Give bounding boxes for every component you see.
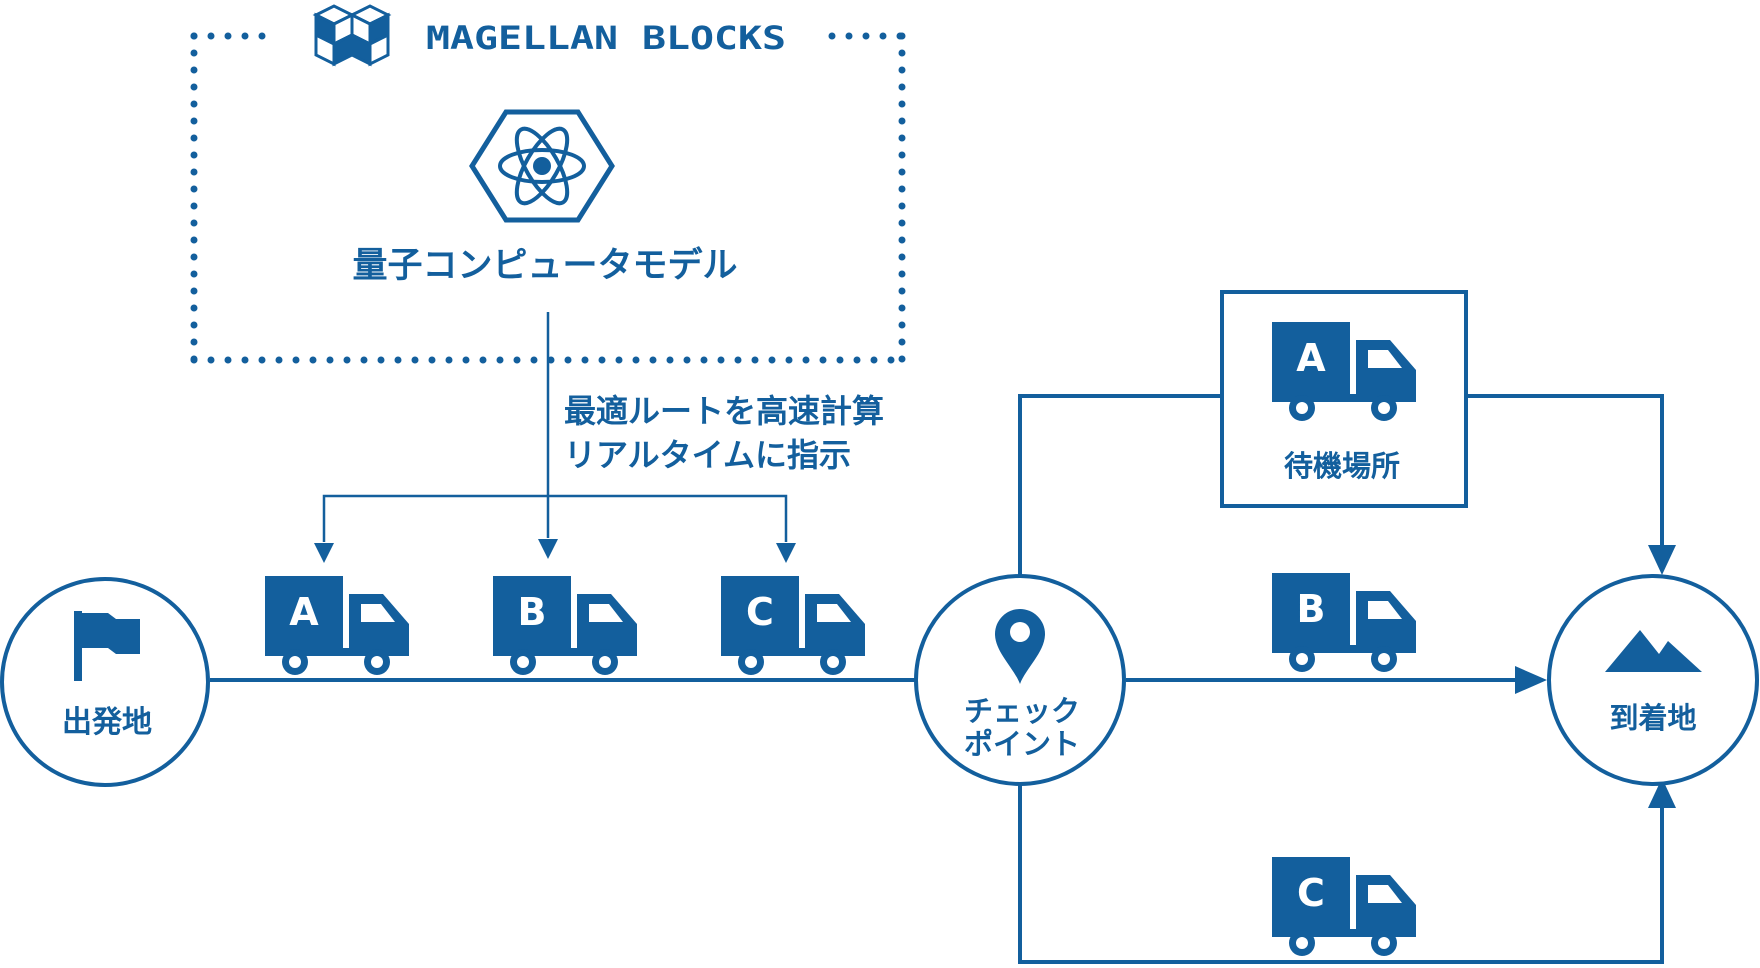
magellan-blocks-logo: MAGELLAN BLOCKS (312, 4, 786, 67)
start-label: 出発地 (62, 705, 152, 740)
route-lines (210, 394, 1664, 964)
arrow-head (1648, 545, 1676, 575)
truck-b: B (493, 576, 637, 675)
instruction-line-2: リアルタイムに指示 (564, 436, 851, 474)
arrow-head (776, 543, 796, 563)
instruction-line-1: 最適ルートを高速計算 (564, 392, 884, 430)
truck-a: A (265, 576, 409, 675)
checkpoint-line-1: チェック (964, 694, 1080, 728)
map-pin-icon (995, 609, 1045, 684)
truck-c-bottom: C (1272, 857, 1416, 956)
atom-hexagon-icon (469, 109, 615, 223)
quantum-model-label: 量子コンピュータモデル (352, 245, 737, 286)
checkpoint-line-2: ポイント (964, 727, 1080, 761)
start-node: 出発地 (0, 577, 210, 787)
arrow-head (1515, 666, 1547, 694)
truck-a-waiting: A (1272, 322, 1416, 421)
flag-icon (74, 611, 140, 681)
destination-label: 到着地 (1609, 701, 1696, 735)
truck-letter: A (289, 590, 319, 634)
arrow-head (1648, 778, 1676, 808)
arrow-head (538, 539, 558, 559)
truck-letter: C (1297, 871, 1325, 915)
truck-letter: A (1296, 336, 1326, 380)
arrow-head (314, 543, 334, 563)
instruction-arrows (322, 312, 788, 542)
truck-letter: B (1297, 587, 1326, 631)
truck-b-direct: B (1272, 573, 1416, 672)
cube-logo-icon (312, 4, 392, 67)
truck-letter: B (518, 590, 547, 634)
truck-letter: C (746, 590, 774, 634)
logo-text: MAGELLAN BLOCKS (426, 19, 786, 57)
mountain-icon (1605, 630, 1702, 672)
checkpoint-node: チェック ポイント (914, 574, 1126, 786)
truck-c: C (721, 576, 865, 675)
waiting-area-label: 待機場所 (1284, 449, 1400, 483)
destination-node: 到着地 (1547, 574, 1759, 786)
